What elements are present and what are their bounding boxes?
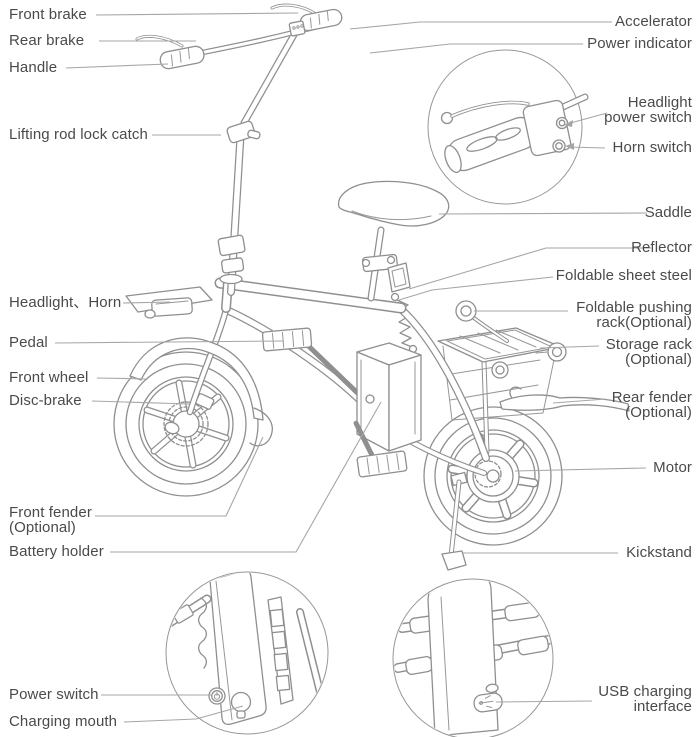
frame — [214, 277, 490, 476]
handlebar — [135, 3, 343, 70]
horn-switch — [552, 139, 566, 153]
label-front-wheel: Front wheel — [9, 369, 89, 386]
handle-grip-left — [159, 45, 205, 70]
label-lifting-rod-lock-catch: Lifting rod lock catch — [9, 126, 148, 143]
label-rear-brake: Rear brake — [9, 32, 85, 49]
label-rear-fender: Rear fender (Optional) — [611, 389, 692, 421]
right-pedal — [353, 420, 408, 478]
label-front-brake: Front brake — [9, 6, 87, 23]
kickstand — [441, 471, 468, 571]
label-headlight-power-switch: Headlight power switch — [604, 94, 692, 126]
rear-wheel — [423, 406, 563, 546]
label-motor: Motor — [653, 459, 692, 476]
label-front-fender: Front fender (Optional) — [9, 504, 92, 536]
motor-hub — [466, 449, 520, 503]
label-kickstand: Kickstand — [626, 544, 692, 561]
leader-lines — [54, 12, 651, 723]
battery-detail-inset — [165, 571, 329, 735]
front-fender — [129, 337, 273, 447]
label-charging-mouth: Charging mouth — [9, 713, 118, 730]
lifting-rod-lock-catch — [226, 120, 261, 144]
label-horn-switch: Horn switch — [612, 139, 692, 156]
power-switch-button — [208, 687, 226, 705]
front-wheel — [113, 351, 259, 497]
label-headlight-horn: Headlight、Horn — [9, 294, 122, 311]
front-fork — [186, 302, 231, 416]
handlebar-detail-inset — [427, 49, 589, 205]
rear-brake-lever — [135, 34, 184, 48]
usb-charging-port — [473, 683, 503, 713]
power-indicator — [288, 20, 306, 37]
label-pedal: Pedal — [9, 334, 48, 351]
label-disc-brake: Disc-brake — [9, 392, 82, 409]
label-power-indicator: Power indicator — [587, 35, 692, 52]
label-reflector: Reflector — [631, 239, 692, 256]
label-handle: Handle — [9, 59, 58, 76]
power-icon — [213, 692, 221, 700]
reflector — [387, 262, 411, 293]
handle-grip-right — [299, 8, 343, 32]
label-usb-charging-interface: USB charging interface — [598, 683, 692, 715]
headlight-power-switch — [555, 116, 569, 130]
folding-hinge — [217, 234, 246, 285]
steering-column — [217, 29, 299, 313]
foldable-pushing-rack — [455, 300, 509, 343]
label-foldable-sheet-steel: Foldable sheet steel — [555, 267, 692, 284]
label-accelerator: Accelerator — [615, 13, 692, 30]
battery-holder — [356, 342, 422, 452]
usb-detail-inset — [392, 578, 554, 737]
label-saddle: Saddle — [644, 204, 692, 221]
left-pedal — [261, 327, 365, 401]
charging-mouth-port — [230, 691, 252, 719]
saddle — [337, 180, 450, 227]
label-storage-rack: Storage rack (Optional) — [605, 336, 692, 368]
usb-icon — [478, 695, 494, 709]
label-battery-holder: Battery holder — [9, 543, 104, 560]
storage-rack — [437, 327, 567, 455]
label-foldable-pushing-rack: Foldable pushing rack(Optional) — [576, 299, 692, 331]
front-brake-lever — [270, 3, 318, 16]
label-power-switch: Power switch — [9, 686, 99, 703]
rear-fender — [499, 386, 630, 412]
